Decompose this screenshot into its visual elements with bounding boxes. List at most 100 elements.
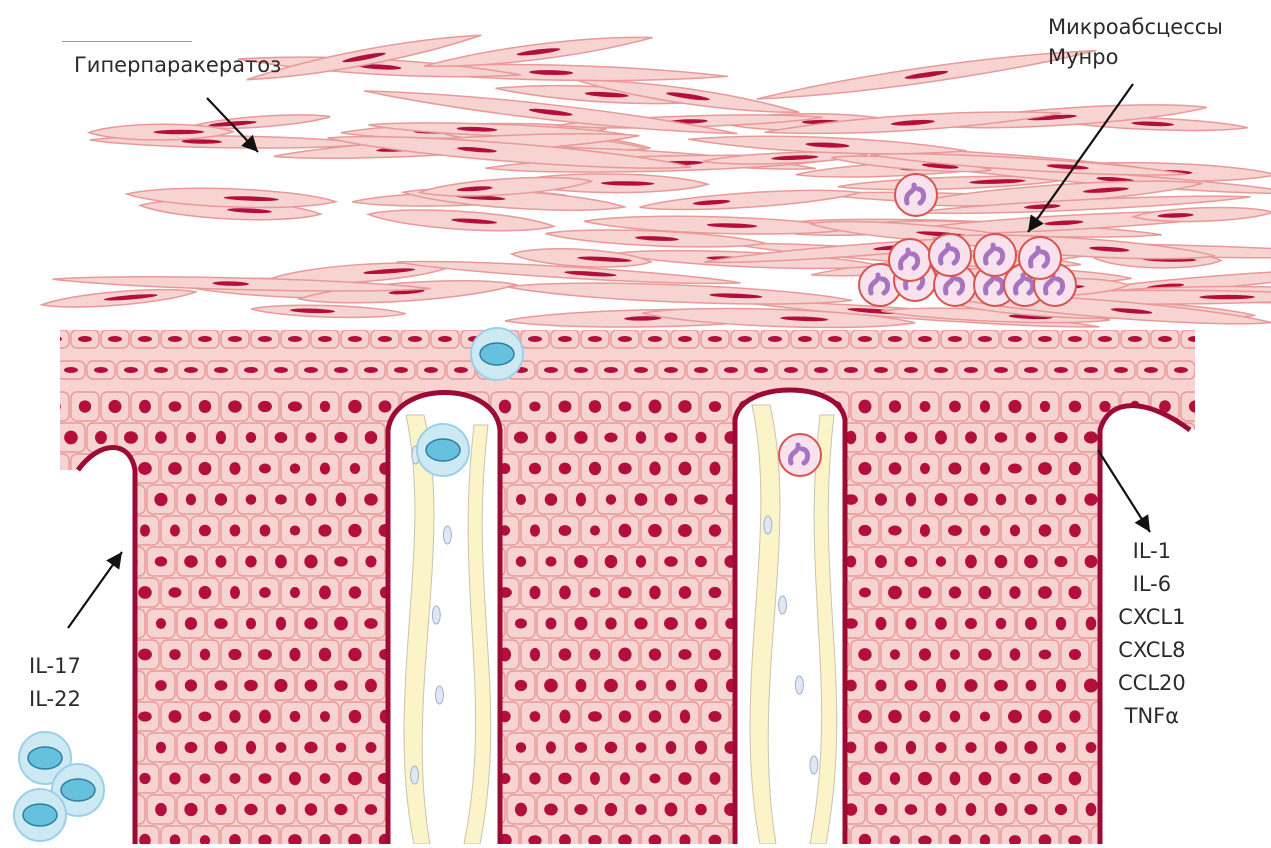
nucleus — [64, 367, 78, 373]
nucleus — [618, 463, 631, 475]
neutrophil-body — [1019, 237, 1061, 279]
keratinocyte — [1031, 392, 1059, 421]
nucleus — [875, 555, 887, 568]
keratinocyte — [177, 361, 205, 379]
keratinocyte — [207, 733, 235, 762]
keratinocyte — [1121, 826, 1149, 844]
nucleus — [1099, 401, 1110, 412]
keratinocyte — [251, 516, 279, 545]
keratinocyte — [237, 547, 265, 576]
keratinocyte — [147, 671, 175, 700]
keratinocyte — [971, 392, 999, 421]
keratinocyte — [237, 609, 265, 638]
keratinocyte — [27, 423, 55, 452]
nucleus — [1054, 556, 1067, 567]
nucleus — [558, 400, 571, 412]
keratinocyte — [761, 330, 789, 348]
keratinocyte — [1017, 361, 1045, 379]
nucleus — [348, 400, 361, 414]
keratinocyte-body — [41, 330, 69, 348]
keratinocyte — [537, 547, 565, 576]
keratinocyte — [851, 330, 879, 348]
keratinocyte — [1047, 423, 1075, 452]
keratinocyte — [161, 516, 189, 545]
nucleus — [1190, 773, 1200, 785]
keratinocyte — [897, 671, 925, 700]
keratinocyte — [641, 826, 669, 844]
keratinocyte — [327, 485, 355, 514]
keratinocyte — [1017, 609, 1045, 638]
keratinocyte — [567, 547, 595, 576]
nucleus — [1056, 679, 1066, 692]
keratinocyte — [221, 826, 249, 844]
keratinocyte — [1137, 361, 1165, 379]
keratinocyte — [597, 485, 625, 514]
nucleus — [1086, 803, 1097, 816]
keratinocyte — [1031, 702, 1059, 731]
keratinocyte — [867, 423, 895, 452]
nucleus — [365, 555, 376, 567]
cytokine-label: TNFα — [1118, 700, 1186, 733]
nucleus — [1024, 804, 1037, 815]
nucleus — [664, 432, 677, 442]
nucleus — [334, 556, 348, 566]
fibroblast-nucleus — [411, 766, 419, 784]
keratinocyte-body — [1107, 485, 1135, 514]
nucleus — [139, 773, 150, 784]
keratinocyte — [867, 547, 895, 576]
keratinocyte-body — [1167, 733, 1195, 762]
keratinocyte — [957, 485, 985, 514]
keratinocyte — [657, 795, 685, 824]
nucleus — [1056, 494, 1067, 506]
keratinocyte — [911, 764, 939, 793]
nucleus — [215, 804, 227, 815]
nucleus — [1146, 741, 1157, 755]
nucleus — [605, 742, 618, 754]
nucleus — [200, 649, 210, 661]
keratinocyte-body — [101, 640, 129, 669]
nucleus — [275, 494, 287, 504]
nucleus — [664, 617, 678, 630]
nucleus — [619, 401, 632, 411]
nucleus — [636, 742, 647, 752]
keratinocyte — [431, 330, 459, 348]
nucleus — [198, 336, 212, 342]
nucleus — [905, 804, 918, 815]
keratinocyte — [1091, 764, 1119, 793]
nucleus — [649, 586, 660, 600]
cytokine-label: IL-1 — [1118, 535, 1186, 568]
lymphocyte — [417, 424, 469, 476]
keratinocyte — [57, 423, 85, 452]
keratinocyte — [701, 826, 729, 844]
keratinocyte — [147, 733, 175, 762]
keratinocyte — [147, 795, 175, 824]
fibroblast-nucleus — [443, 526, 451, 544]
nucleus — [574, 555, 588, 568]
nucleus — [184, 555, 198, 567]
keratinocyte — [671, 702, 699, 731]
nucleus — [888, 586, 902, 600]
keratinocyte — [297, 671, 325, 700]
nucleus — [619, 710, 631, 722]
keratinocyte — [1031, 330, 1059, 348]
nucleus — [96, 679, 107, 693]
nucleus — [215, 493, 227, 506]
keratinocyte — [851, 764, 879, 793]
nucleus — [1038, 336, 1052, 342]
keratinocyte — [41, 516, 69, 545]
nucleus — [515, 803, 527, 817]
nucleus — [108, 710, 122, 722]
nucleus — [1009, 773, 1020, 784]
keratinocyte — [117, 547, 145, 576]
keratinocyte — [41, 578, 69, 607]
nucleus — [186, 494, 196, 506]
keratinocyte — [101, 454, 129, 483]
keratinocyte-body — [1091, 578, 1119, 607]
neutrophil — [1019, 237, 1061, 279]
keratinocyte — [297, 361, 325, 379]
nucleus — [288, 336, 302, 342]
keratinocyte — [341, 454, 369, 483]
nucleus — [320, 462, 330, 474]
keratinocyte — [1197, 485, 1225, 514]
nucleus — [875, 617, 886, 630]
